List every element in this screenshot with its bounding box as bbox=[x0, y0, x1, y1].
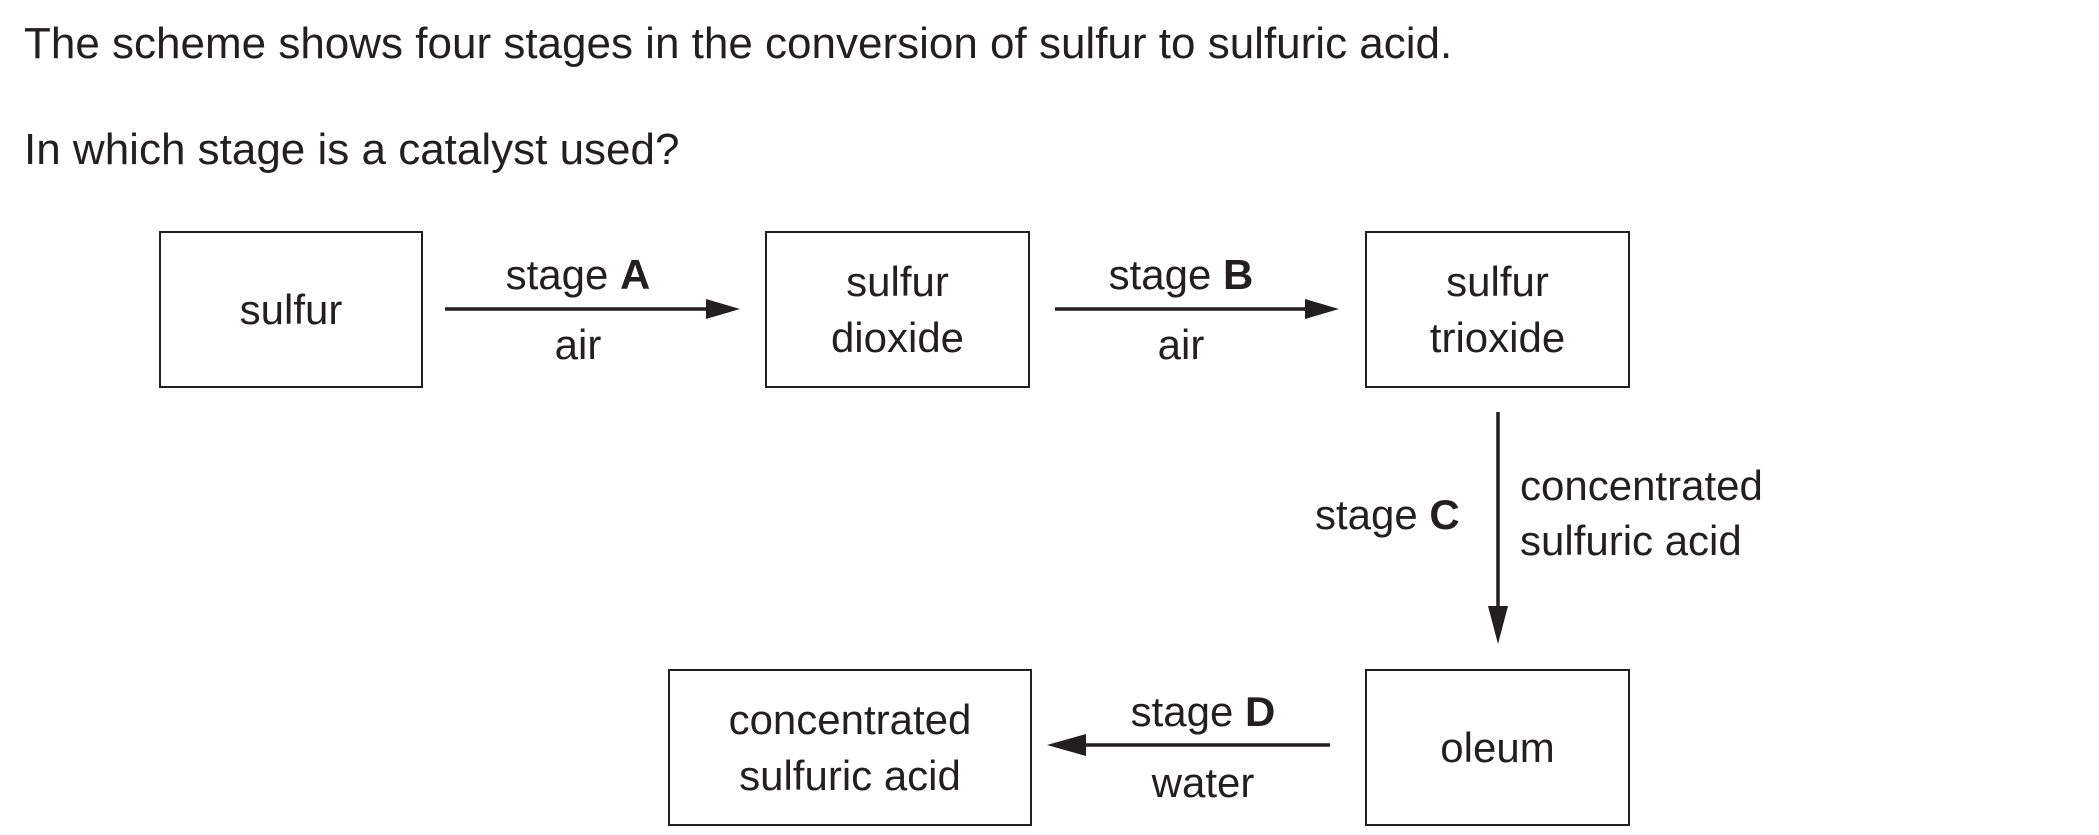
stage-c-word: stage bbox=[1315, 491, 1418, 538]
stage-a-reagent: air bbox=[554, 321, 602, 368]
box-acid-line1: concentrated bbox=[728, 696, 972, 744]
box-oleum: oleum bbox=[1365, 669, 1630, 826]
stage-b-letter: B bbox=[1223, 251, 1254, 298]
stage-b-reagent: air bbox=[1157, 321, 1205, 368]
box-concentrated-sulfuric-acid: concentrated sulfuric acid bbox=[668, 669, 1032, 826]
box-acid-line2: sulfuric acid bbox=[739, 751, 961, 799]
stage-d-reagent: water bbox=[1151, 759, 1255, 806]
stage-d-label: stage D bbox=[1131, 691, 1276, 733]
stage-c-label: stage C bbox=[1315, 494, 1460, 536]
stage-b-label: stage B bbox=[1109, 254, 1254, 296]
box-oleum-label: oleum bbox=[1440, 723, 1555, 771]
arrowhead-stage-c bbox=[1488, 606, 1508, 644]
stage-d-letter: D bbox=[1245, 688, 1276, 735]
stage-a-letter: A bbox=[620, 251, 651, 298]
box-sulfur-dioxide: sulfur dioxide bbox=[765, 231, 1030, 388]
arrowhead-stage-b bbox=[1305, 299, 1339, 319]
box-sulfur-trioxide: sulfur trioxide bbox=[1365, 231, 1630, 388]
box-sulfur: sulfur bbox=[159, 231, 423, 388]
stage-a-word: stage bbox=[505, 251, 609, 298]
box-sulfur-trioxide-line1: sulfur bbox=[1446, 258, 1549, 306]
arrowhead-stage-d bbox=[1047, 734, 1086, 756]
box-sulfur-label: sulfur bbox=[239, 285, 343, 333]
box-sulfur-trioxide-line2: trioxide bbox=[1429, 313, 1566, 361]
arrowhead-stage-a bbox=[706, 299, 740, 319]
box-sulfur-dioxide-line1: sulfur bbox=[846, 258, 949, 306]
stage-b-word: stage bbox=[1108, 251, 1212, 298]
stage-c-letter: C bbox=[1429, 491, 1460, 538]
stage-c-reagent-line2: sulfuric acid bbox=[1520, 517, 1742, 564]
stage-c-reagent-line1: concentrated bbox=[1520, 462, 1763, 509]
stage-d-word: stage bbox=[1130, 688, 1234, 735]
question-prompt: In which stage is a catalyst used? bbox=[24, 125, 680, 174]
stage-a-label: stage A bbox=[506, 254, 651, 296]
question-intro: The scheme shows four stages in the conv… bbox=[24, 19, 1453, 68]
box-sulfur-dioxide-line2: dioxide bbox=[830, 313, 965, 361]
